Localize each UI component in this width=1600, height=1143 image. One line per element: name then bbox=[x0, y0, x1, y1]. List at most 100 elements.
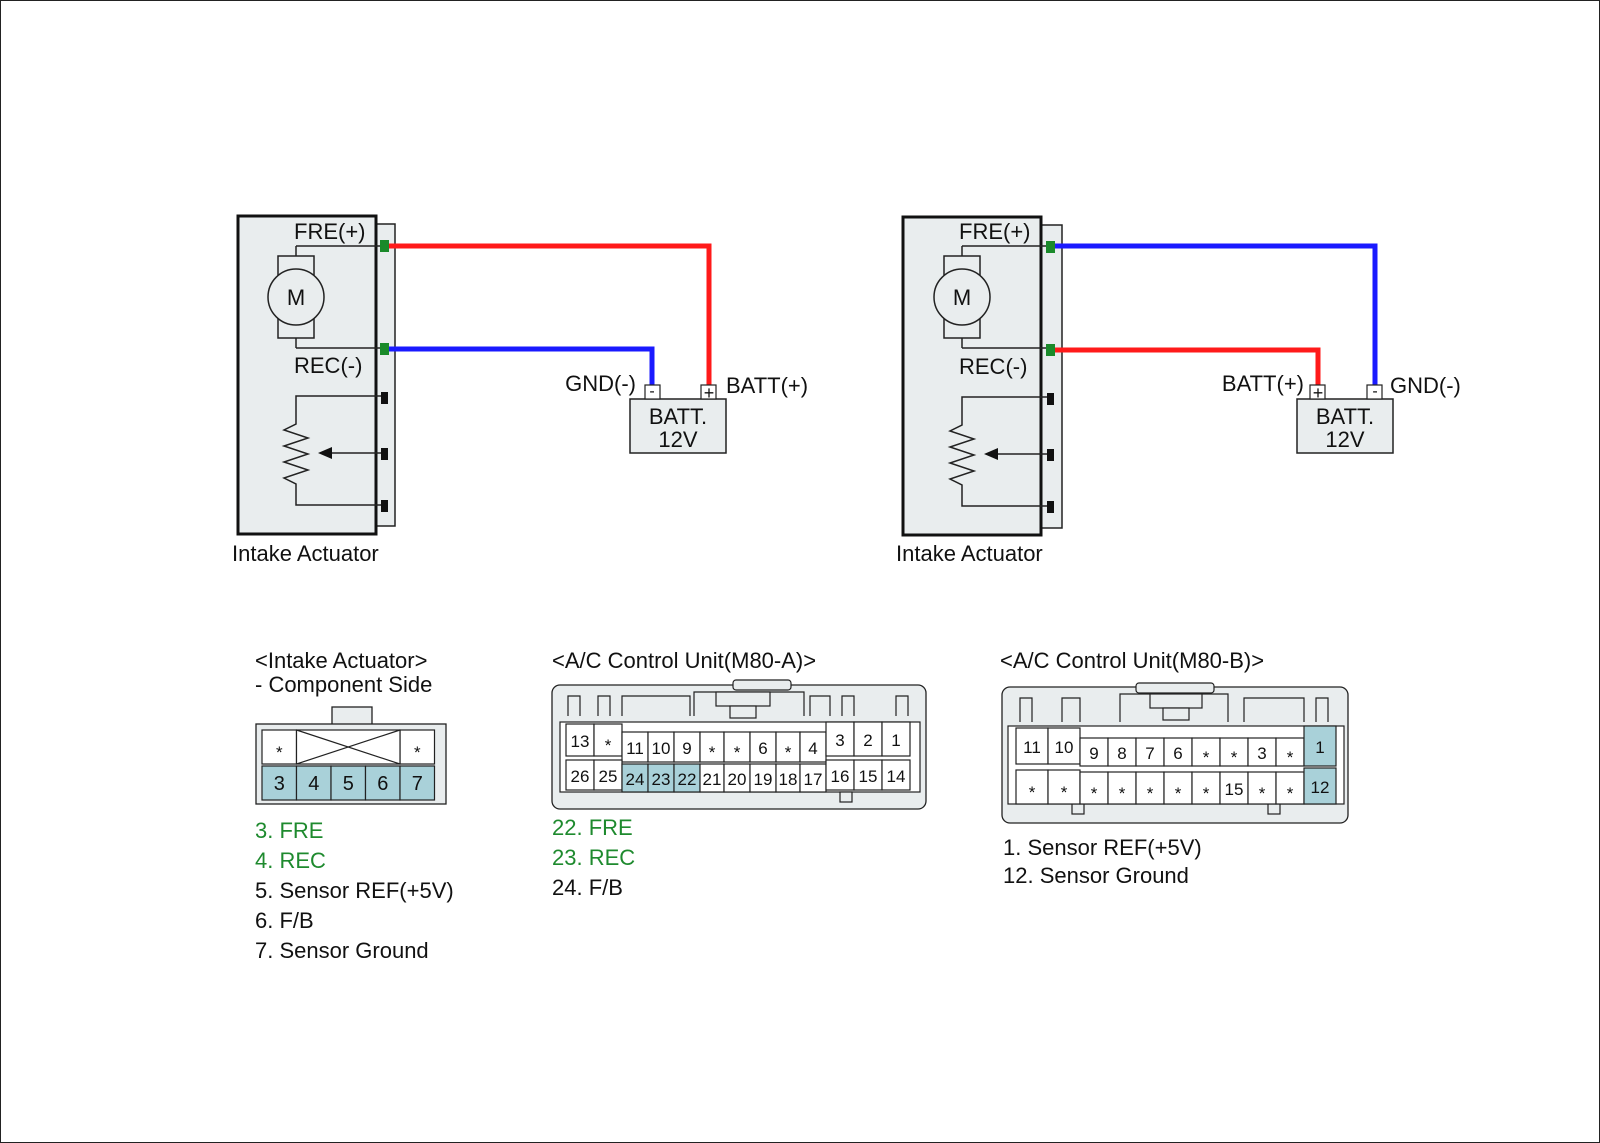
pin-cell bbox=[1047, 727, 1081, 765]
pin-cell bbox=[330, 765, 367, 801]
legend-item: 24. F/B bbox=[552, 875, 623, 900]
fre-label: FRE(+) bbox=[959, 219, 1031, 244]
pin-label: 18 bbox=[779, 770, 798, 789]
pin-label: * bbox=[414, 743, 421, 762]
pin-label: * bbox=[734, 743, 741, 762]
pin-label: 8 bbox=[1117, 744, 1126, 763]
rec-label: REC(-) bbox=[294, 353, 362, 378]
pin-cell bbox=[295, 765, 332, 801]
actuator-caption: Intake Actuator bbox=[232, 541, 379, 566]
pin-label: 6 bbox=[758, 739, 767, 758]
pin-label: 23 bbox=[652, 770, 671, 789]
pin-cell bbox=[881, 759, 911, 791]
legend-item: 22. FRE bbox=[552, 815, 633, 840]
battery-minus-terminal bbox=[644, 384, 661, 400]
pin-label: 11 bbox=[626, 739, 644, 758]
gnd-label: GND(-) bbox=[565, 371, 636, 396]
pin-cell bbox=[723, 763, 751, 793]
terminal-pin bbox=[381, 392, 388, 404]
pin-label: 10 bbox=[652, 739, 671, 758]
pin-cell bbox=[1303, 725, 1337, 767]
terminal-fre bbox=[1046, 241, 1055, 253]
pin-label: * bbox=[605, 736, 612, 755]
terminal-fre bbox=[380, 240, 389, 252]
battery-minus-terminal bbox=[1366, 384, 1383, 400]
pin-cell bbox=[1135, 771, 1165, 805]
pin-cell bbox=[621, 731, 649, 763]
pin-label: * bbox=[1259, 784, 1266, 803]
pin-label: 4 bbox=[808, 739, 817, 758]
battery-plus-terminal bbox=[700, 384, 717, 400]
potentiometer-icon bbox=[947, 396, 1050, 507]
pin-label: 12 bbox=[1311, 778, 1330, 797]
pin-label: 25 bbox=[599, 767, 618, 786]
diagram-right: M FRE(+) REC(-) Intake Actuator + - BATT… bbox=[896, 215, 1461, 566]
pin-cell bbox=[647, 763, 675, 793]
connector-latch bbox=[331, 706, 373, 726]
pin-cell bbox=[1219, 771, 1249, 805]
pin-cell bbox=[775, 731, 801, 763]
pin-cell bbox=[1275, 737, 1305, 767]
legend-item: 23. REC bbox=[552, 845, 635, 870]
pin-cell bbox=[1191, 771, 1221, 805]
gnd-label: GND(-) bbox=[1390, 373, 1461, 398]
batt-label: BATT(+) bbox=[726, 373, 808, 398]
pin-label: 10 bbox=[1055, 738, 1074, 757]
pin-cell bbox=[1135, 737, 1165, 767]
minus-sign: - bbox=[649, 383, 654, 400]
pin-label: 14 bbox=[887, 767, 906, 786]
pin-label: 11 bbox=[1023, 738, 1041, 757]
wire-blue bbox=[389, 346, 655, 385]
pin-label: 7 bbox=[1145, 744, 1154, 763]
pin-label: * bbox=[785, 743, 792, 762]
m80b-legend: 1. Sensor REF(+5V)12. Sensor Ground bbox=[1003, 835, 1202, 888]
pin-cell bbox=[399, 729, 436, 765]
rec-label: REC(-) bbox=[959, 354, 1027, 379]
wiper-arrow-icon bbox=[984, 448, 998, 460]
wiper-arrow-icon bbox=[318, 447, 332, 459]
pin-label: 24 bbox=[626, 770, 645, 789]
pin-label: * bbox=[709, 743, 716, 762]
pin-label: 16 bbox=[831, 767, 850, 786]
pin-cell bbox=[1015, 727, 1049, 765]
legend-item: 5. Sensor REF(+5V) bbox=[255, 878, 454, 903]
actuator-connector-strip bbox=[374, 223, 396, 527]
diagram-left: M FRE(+) REC(-) Intake Actuator - + BATT… bbox=[232, 214, 808, 566]
batt-label: BATT(+) bbox=[1222, 371, 1304, 396]
pin-label: 4 bbox=[308, 773, 319, 795]
pin-cell bbox=[621, 763, 649, 793]
pin-label: * bbox=[1061, 783, 1068, 802]
pin-label: 3 bbox=[1257, 744, 1266, 763]
terminal-rec bbox=[1046, 344, 1055, 356]
m80a-legend: 22. FRE 23. REC 24. F/B bbox=[552, 815, 635, 900]
terminal-pin bbox=[1047, 393, 1054, 405]
motor-label: M bbox=[287, 285, 305, 310]
pin-cell bbox=[399, 765, 436, 801]
pin-cell bbox=[1275, 771, 1305, 805]
battery-line2: 12V bbox=[658, 427, 697, 452]
pin-label: 3 bbox=[835, 731, 844, 750]
legend-item: 3. FRE bbox=[255, 818, 323, 843]
pin-label: 2 bbox=[863, 731, 872, 750]
battery-line2: 12V bbox=[1325, 427, 1364, 452]
pin-label: 22 bbox=[678, 770, 697, 789]
pin-label: * bbox=[276, 743, 283, 762]
minus-sign: - bbox=[1372, 383, 1377, 400]
pin-cell bbox=[1247, 771, 1277, 805]
pin-cell bbox=[364, 765, 401, 801]
pin-cell bbox=[699, 763, 725, 793]
pin-cell bbox=[825, 759, 855, 791]
pin-label: * bbox=[1231, 748, 1238, 767]
terminal-rec bbox=[380, 343, 389, 355]
wire-red bbox=[389, 243, 712, 385]
pin-cell bbox=[1047, 769, 1081, 805]
motor-label: M bbox=[953, 285, 971, 310]
pin-cell bbox=[261, 765, 298, 801]
pin-label: 9 bbox=[682, 739, 691, 758]
pin-cell bbox=[825, 721, 855, 757]
pin-label: 21 bbox=[703, 770, 722, 789]
pin-cell bbox=[1107, 737, 1137, 767]
